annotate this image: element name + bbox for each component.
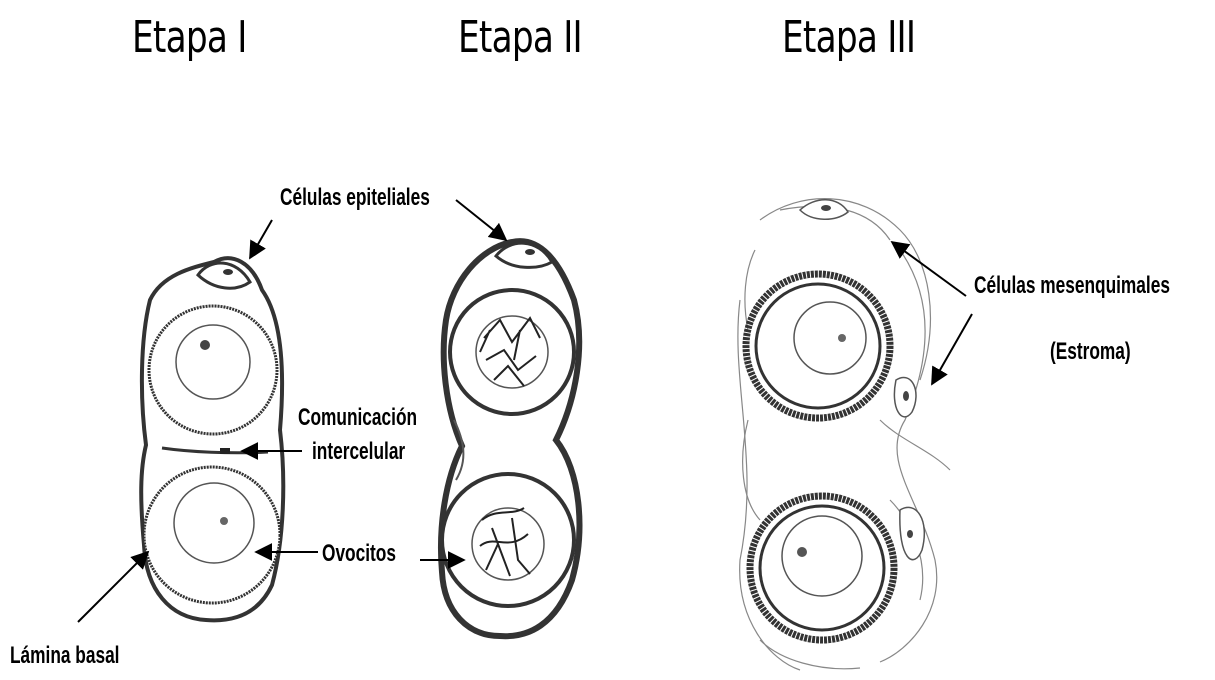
arrow-mesenchymal-2	[932, 314, 972, 384]
label-mesenchymal-cells: Células mesenquimales	[974, 272, 1170, 300]
arrow-mesenchymal-1	[892, 242, 966, 296]
stage-2-upper-nucleus	[476, 316, 548, 388]
arrow-epithelial-stage1	[250, 220, 272, 258]
stage-1-lower-nucleolus	[220, 517, 228, 525]
stage-3-drawing	[738, 199, 950, 670]
label-stroma: (Estroma)	[1050, 338, 1131, 366]
label-intercellular-line2: intercelular	[312, 438, 405, 466]
label-oocytes: Ovocitos	[322, 540, 396, 568]
stage-3-upper-nucleus	[794, 302, 866, 374]
stage-3-lower-nucleus	[782, 516, 862, 596]
label-intercellular-line1: Comunicación	[298, 404, 417, 432]
arrow-basal-lamina	[78, 552, 148, 622]
stage-1-lower-nucleus	[174, 483, 254, 563]
stage-2-drawing	[441, 241, 579, 636]
stage-1-upper-nucleus	[176, 325, 250, 399]
arrow-epithelial-stage2	[456, 200, 506, 240]
label-epithelial-cells: Células epiteliales	[280, 184, 430, 212]
stage-1-drawing	[141, 258, 283, 620]
stage-1-upper-nucleolus	[200, 340, 210, 350]
label-basal-lamina: Lámina basal	[10, 642, 119, 670]
